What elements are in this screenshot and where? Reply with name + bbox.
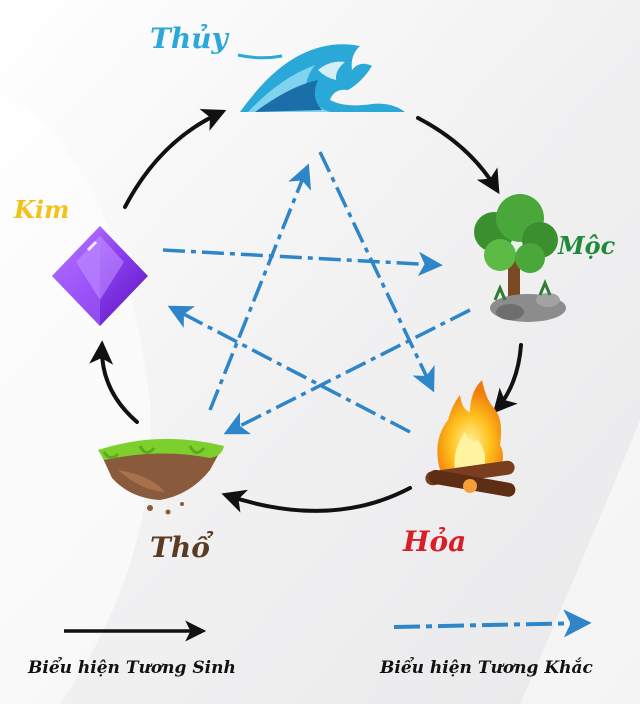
legend-overcoming-arrow (393, 609, 592, 638)
arrow-thuy-to-moc (416, 116, 500, 195)
arrow-hoa-to-kim (167, 305, 411, 434)
legend-overcoming-label: Biểu hiện Tương Khắc (379, 656, 593, 678)
arrow-moc-to-hoa (492, 343, 523, 414)
water-wave-icon (237, 44, 405, 112)
crystal-icon (52, 226, 148, 326)
arrow-tho-to-thuy (208, 163, 312, 411)
legend-generating-label: Biểu hiện Tương Sinh (27, 656, 236, 678)
background-swoosh-right (520, 420, 640, 704)
earth-island-icon (98, 438, 224, 515)
tree-icon (474, 194, 566, 322)
hoa-label: Hỏa (402, 525, 466, 558)
generating-cycle (89, 108, 523, 513)
arrow-hoa-to-tho (221, 486, 412, 513)
arrow-kim-to-thuy (123, 108, 227, 209)
arrow-moc-to-tho (223, 308, 471, 435)
campfire-icon (425, 380, 516, 497)
overcoming-cycle (162, 151, 471, 435)
arrow-thuy-to-hoa (318, 151, 435, 393)
moc-label: Mộc (557, 231, 616, 260)
kim-label: Kim (13, 195, 69, 224)
arrow-tho-to-kim (89, 340, 139, 424)
legend: Biểu hiện Tương Sinh Biểu hiện Tương Khắ… (27, 609, 593, 678)
thuy-label: Thủy (150, 22, 230, 55)
arrow-kim-to-moc (162, 248, 443, 277)
tho-label: Thổ (150, 530, 214, 564)
